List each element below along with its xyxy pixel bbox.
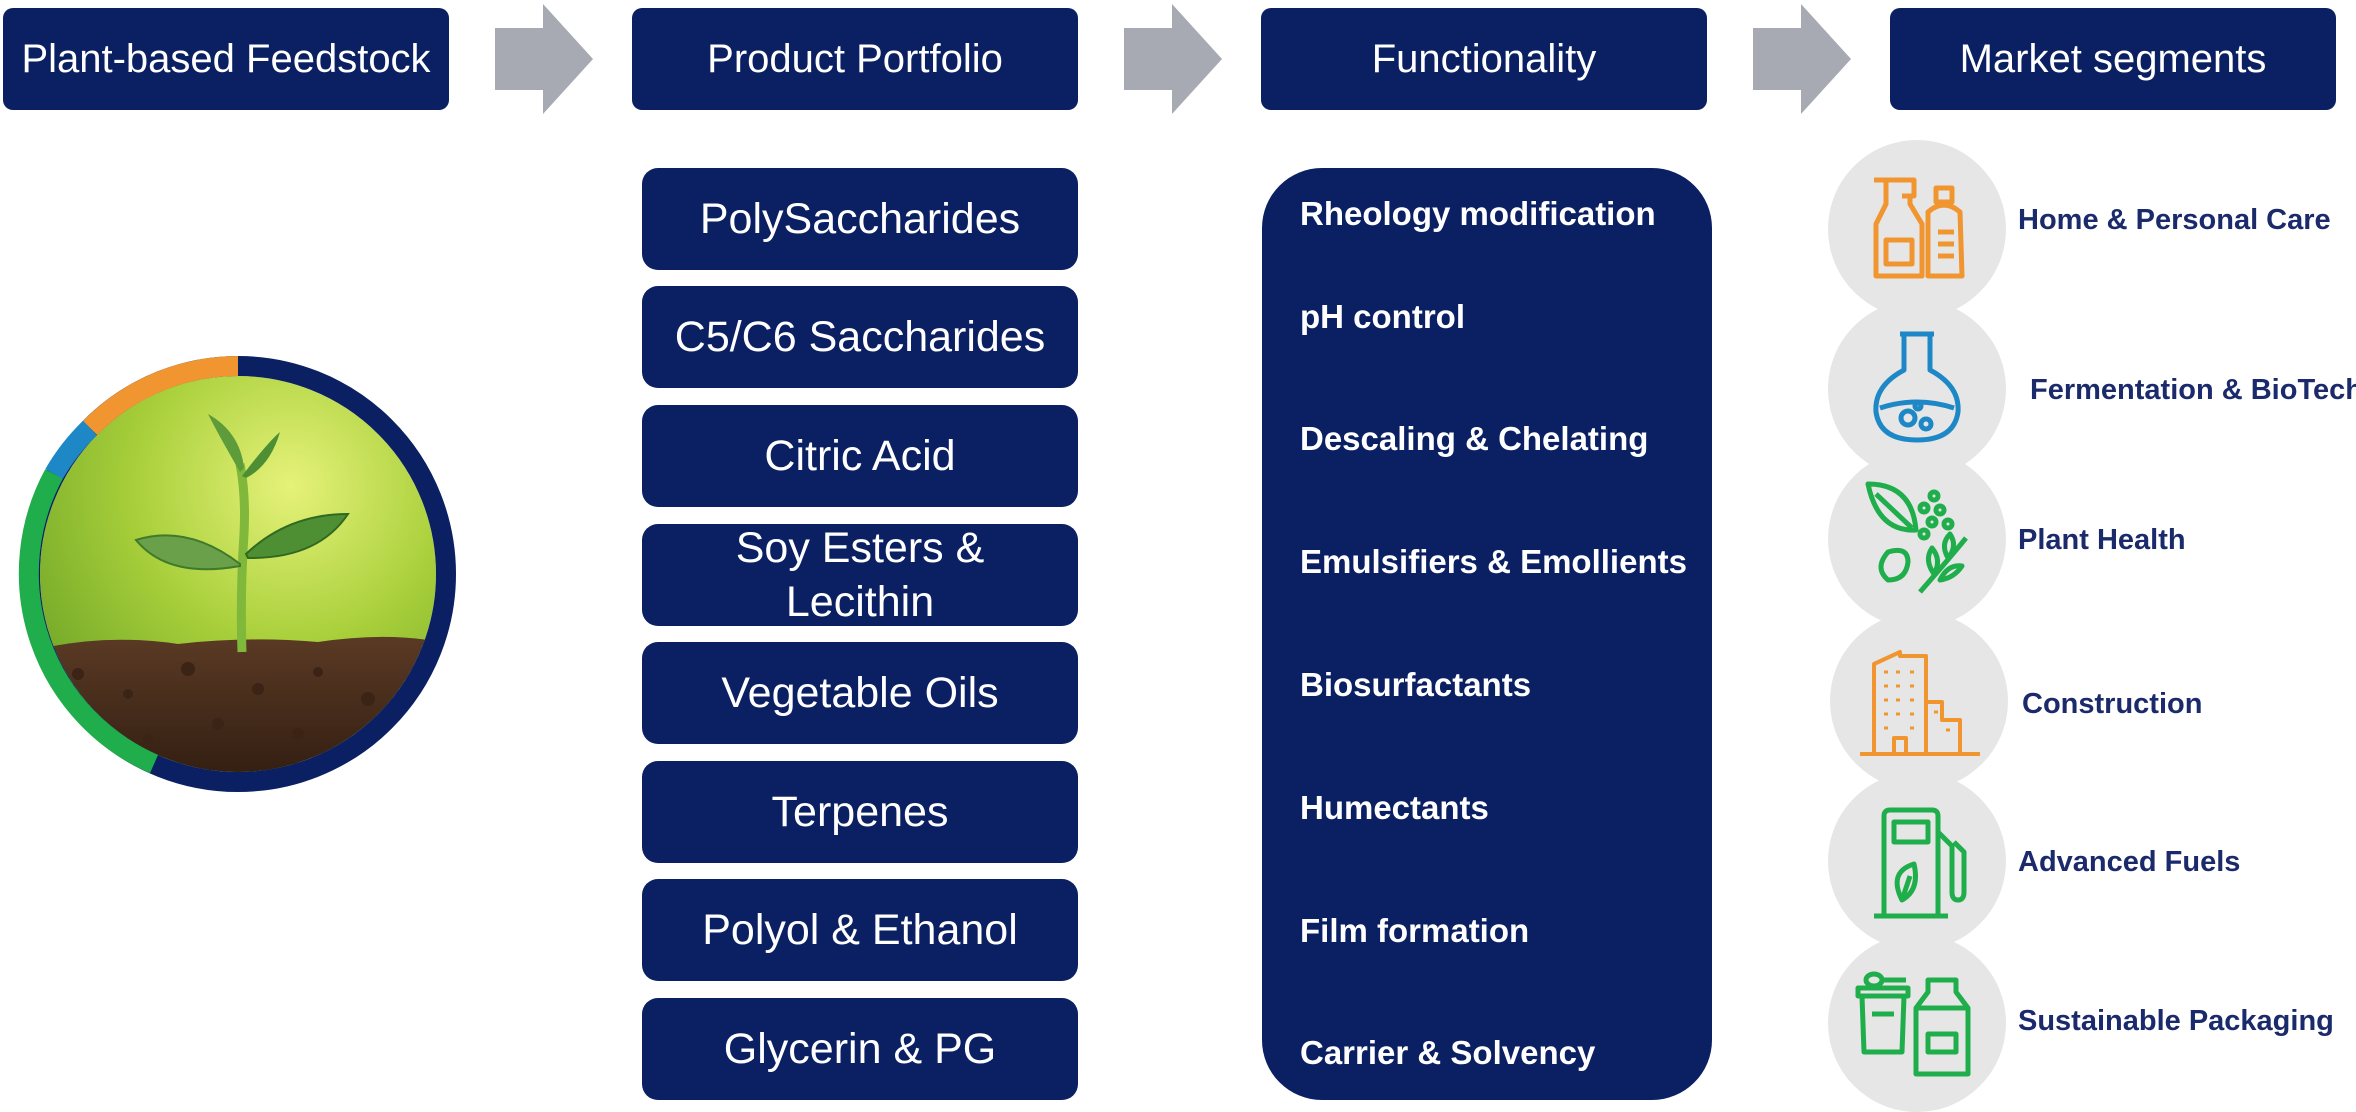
arrow-icon — [1753, 4, 1851, 114]
function-item: Rheology modification — [1300, 195, 1656, 232]
header-markets-label: Market segments — [1959, 36, 2267, 81]
segment-circle — [1828, 450, 2006, 628]
product-item: Polyol & Ethanol — [642, 879, 1078, 981]
product-item: Soy Esters & Lecithin — [642, 524, 1078, 626]
arrow-icon — [1124, 4, 1222, 114]
arrow-icon — [495, 4, 593, 114]
building-icon — [1860, 650, 1980, 756]
segment-circle — [1828, 934, 2006, 1112]
product-item: Citric Acid — [642, 405, 1078, 507]
function-item: Film formation — [1300, 912, 1530, 949]
product-item: Glycerin & PG — [642, 998, 1078, 1100]
segment-label: Plant Health — [2018, 524, 2186, 556]
header-feedstock: Plant-based Feedstock — [3, 8, 449, 110]
segment-label: Sustainable Packaging — [2018, 1005, 2334, 1037]
segment-label: Advanced Fuels — [2018, 846, 2241, 878]
header-functionality-label: Functionality — [1371, 36, 1597, 81]
flask-icon — [1873, 331, 1961, 443]
product-item: PolySaccharides — [642, 168, 1078, 270]
fuel-pump-icon — [1874, 807, 1967, 919]
product-item: Terpenes — [642, 761, 1078, 863]
spray-bottle-icon — [1873, 177, 1965, 279]
segment-label: Fermentation & BioTech — [2030, 374, 2356, 406]
header-portfolio: Product Portfolio — [632, 8, 1078, 110]
function-item: Emulsifiers & Emollients — [1300, 543, 1687, 580]
segment-circle — [1828, 772, 2006, 950]
segment-label: Construction — [2022, 688, 2203, 720]
segment-circle — [1828, 300, 2006, 478]
function-item: Carrier & Solvency — [1300, 1034, 1596, 1071]
header-markets: Market segments — [1890, 8, 2336, 110]
header-feedstock-label: Plant-based Feedstock — [21, 36, 431, 81]
segment-label: Home & Personal Care — [2018, 204, 2331, 236]
segment-circle — [1828, 140, 2006, 318]
packaging-icon — [1855, 971, 1971, 1077]
seedling-image — [18, 356, 456, 792]
segment-circle — [1830, 612, 2008, 790]
product-item: Vegetable Oils — [642, 642, 1078, 744]
header-functionality: Functionality — [1261, 8, 1707, 110]
function-item: Humectants — [1300, 789, 1489, 826]
function-item: pH control — [1300, 298, 1465, 335]
leaves-icon — [1865, 481, 1968, 594]
product-item: C5/C6 Saccharides — [642, 286, 1078, 388]
function-item: Biosurfactants — [1300, 666, 1532, 703]
header-portfolio-label: Product Portfolio — [707, 36, 1003, 81]
function-item: Descaling & Chelating — [1300, 420, 1649, 457]
functionality-panel — [1262, 168, 1712, 1100]
